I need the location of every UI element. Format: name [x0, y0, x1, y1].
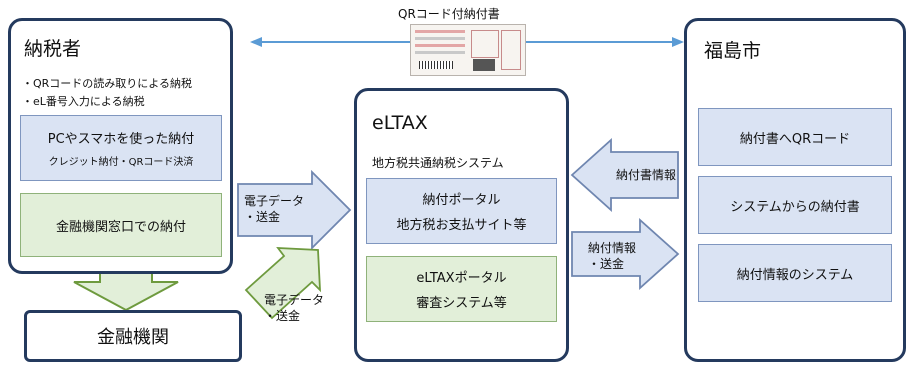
arrow-1-line1: 電子データ: [244, 194, 305, 208]
bank-title: 金融機関: [97, 327, 169, 348]
arrow-city-to-eltax: [570, 137, 679, 213]
city-title: 福島市: [704, 40, 762, 62]
arrow-1-label: 電子データ ・送金: [244, 193, 304, 225]
eltax-portal-sub: 審査システム等: [416, 296, 507, 311]
arrow-eltax-to-city-label: 納付情報 ・送金: [588, 240, 636, 272]
city-item-system-slip-label: システムからの納付書: [730, 199, 860, 215]
city-item-qr-label: 納付書へQRコード: [739, 131, 851, 147]
arrow-1-line2: ・送金: [244, 210, 281, 224]
counter-payment-box: 金融機関窓口での納付: [20, 193, 222, 257]
city-item-system-slip: システムからの納付書: [698, 176, 892, 234]
bank-panel: 金融機関: [24, 310, 242, 362]
arrow-eltax-to-city-line2: ・送金: [588, 257, 625, 271]
counter-payment-label: 金融機関窓口での納付: [55, 219, 186, 235]
online-payment-sub: クレジット納付・QRコード決済: [48, 157, 194, 168]
qr-form-label: QRコード付納付書: [398, 7, 500, 21]
payment-portal-box: 納付ポータル 地方税お支払サイト等: [366, 178, 557, 244]
arrow-2-line1: 電子データ: [264, 293, 325, 307]
arrow-eltax-to-city-line1: 納付情報: [588, 241, 637, 255]
city-item-payment-info: 納付情報のシステム: [698, 244, 892, 302]
qr-link-right-head: [672, 37, 684, 47]
arrow-eltax-to-city: [571, 217, 680, 291]
eltax-title: eLTAX: [372, 112, 428, 134]
payment-portal-sub: 地方税お支払サイト等: [396, 218, 527, 233]
taxpayer-note-qr: ・QRコードの読み取りによる納税: [22, 77, 192, 90]
arrow-2-line2: ・送金: [264, 309, 301, 323]
arrow-electronic-2: [244, 247, 322, 320]
qr-link-left-head: [250, 37, 262, 47]
online-payment-box: PCやスマホを使った納付 クレジット納付・QRコード決済: [20, 115, 222, 181]
eltax-portal-box: eLTAXポータル 審査システム等: [366, 256, 557, 322]
eltax-portal-label: eLTAXポータル: [416, 271, 507, 286]
payment-portal-label: 納付ポータル: [422, 193, 501, 208]
eltax-subtitle: 地方税共通納税システム: [372, 156, 504, 170]
arrow-electronic-1: [237, 169, 352, 251]
taxpayer-note-el: ・eL番号入力による納税: [22, 95, 145, 108]
online-payment-label: PCやスマホを使った納付: [47, 132, 195, 147]
taxpayer-title: 納税者: [24, 38, 82, 60]
city-item-qr: 納付書へQRコード: [698, 108, 892, 166]
arrow-2-label: 電子データ ・送金: [264, 292, 324, 324]
arrow-city-to-eltax-label: 納付書情報: [616, 168, 677, 182]
city-item-payment-info-label: 納付情報のシステム: [736, 267, 854, 283]
qr-payment-slip-image: [410, 24, 526, 76]
